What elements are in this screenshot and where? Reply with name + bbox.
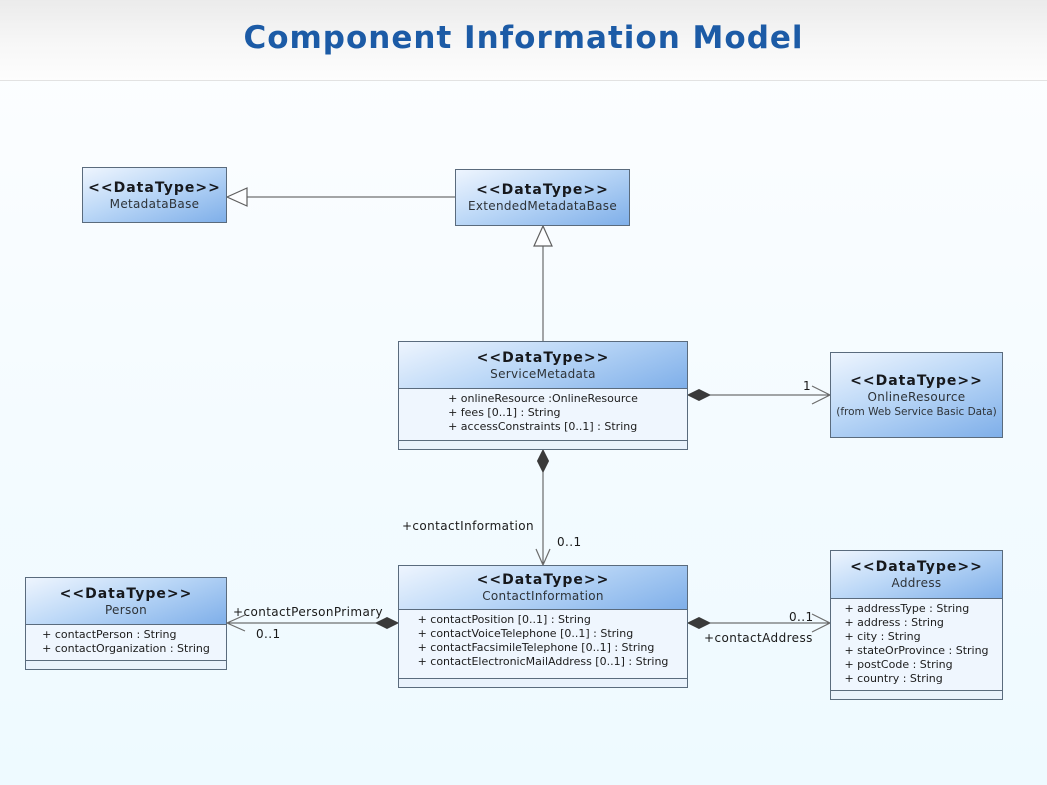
page-title: Component Information Model [243, 20, 804, 56]
multiplicity-label: 0..1 [789, 610, 814, 624]
class-stereotype: <<DataType>> [476, 349, 610, 366]
attribute: + country : String [844, 672, 943, 685]
attribute: + contactPosition [0..1] : String [417, 613, 591, 626]
class-name: OnlineResource [867, 389, 966, 404]
attribute: + postCode : String [844, 658, 953, 671]
open-arrow-icon [225, 614, 246, 632]
operations-compartment [399, 678, 687, 687]
class-stereotype: <<DataType>> [850, 559, 983, 575]
composition-diamond-icon [536, 448, 550, 474]
attribute: + addressType : String [844, 602, 970, 615]
multiplicity-label: 0..1 [557, 535, 582, 549]
class-name: MetadataBase [109, 196, 200, 211]
attributes-compartment: + contactPerson : String + contactOrgani… [26, 624, 226, 660]
class-address[interactable]: <<DataType>> Address + addressType : Str… [830, 550, 1003, 700]
multiplicity-label: 0..1 [256, 627, 281, 641]
attributes-compartment: + contactPosition [0..1] : String + cont… [399, 609, 687, 678]
hollow-triangle-icon [533, 224, 553, 247]
attribute: + address : String [844, 616, 944, 629]
class-name: ExtendedMetadataBase [467, 199, 618, 213]
class-name: Address [891, 576, 942, 590]
class-stereotype: <<DataType>> [476, 182, 609, 198]
attributes-compartment: + addressType : String + address : Strin… [831, 598, 1002, 690]
attribute: + accessConstraints [0..1] : String [448, 420, 638, 433]
title-banner: Component Information Model [0, 0, 1047, 81]
class-metadatabase[interactable]: <<DataType>> MetadataBase [82, 167, 227, 223]
attribute: + contactPerson : String [42, 628, 177, 641]
open-arrow-icon [811, 613, 832, 633]
operations-compartment [831, 690, 1002, 699]
attribute: + contactFacsimileTelephone [0..1] : Str… [417, 641, 655, 654]
composition-diamond-icon [686, 616, 712, 630]
class-stereotype: <<DataType>> [850, 372, 983, 389]
class-header: <<DataType>> ServiceMetadata [399, 342, 687, 388]
attribute: + contactElectronicMailAddress [0..1] : … [417, 655, 669, 668]
operations-compartment [26, 660, 226, 669]
attribute: + contactVoiceTelephone [0..1] : String [417, 627, 634, 640]
hollow-triangle-icon [225, 187, 248, 207]
composition-diamond-icon [686, 388, 712, 402]
generalization-servicemetadata-extendedmetadatabase [533, 224, 553, 341]
operations-compartment [399, 440, 687, 449]
class-stereotype: <<DataType>> [59, 585, 193, 602]
composition-contactinformation-person: +contactPersonPrimary 0..1 [225, 605, 400, 641]
composition-diamond-icon [374, 616, 400, 630]
class-person[interactable]: <<DataType>> Person + contactPerson : St… [25, 577, 227, 670]
class-name: Person [104, 602, 148, 617]
class-contactinformation[interactable]: <<DataType>> ContactInformation + contac… [398, 565, 688, 688]
open-arrow-icon [535, 548, 551, 567]
attribute: + onlineResource :OnlineResource [448, 392, 638, 405]
composition-servicemetadata-onlineresource: 1 [686, 379, 832, 405]
class-name: ServiceMetadata [490, 366, 596, 381]
role-label: +contactPersonPrimary [233, 605, 383, 619]
attribute: + contactOrganization : String [42, 642, 210, 655]
composition-contactinformation-address: 0..1 +contactAddress [686, 610, 832, 645]
class-name: ContactInformation [482, 589, 604, 603]
role-label: +contactInformation [402, 519, 534, 533]
class-header: <<DataType>> ContactInformation [399, 566, 687, 609]
class-header: <<DataType>> ExtendedMetadataBase [456, 170, 629, 225]
generalization-extendedmetadatabase-metadatabase [225, 187, 455, 207]
class-header: <<DataType>> OnlineResource (from Web Se… [831, 353, 1002, 437]
class-stereotype: <<DataType>> [476, 572, 610, 588]
role-label: +contactAddress [704, 631, 813, 645]
class-header: <<DataType>> Address [831, 551, 1002, 598]
class-stereotype: <<DataType>> [88, 179, 221, 196]
class-header: <<DataType>> Person [26, 578, 226, 624]
class-extendedmetadatabase[interactable]: <<DataType>> ExtendedMetadataBase [455, 169, 630, 226]
multiplicity-label: 1 [803, 379, 811, 393]
attributes-compartment: + onlineResource :OnlineResource + fees … [399, 388, 687, 440]
class-servicemetadata[interactable]: <<DataType>> ServiceMetadata + onlineRes… [398, 341, 688, 450]
class-header: <<DataType>> MetadataBase [83, 168, 226, 222]
class-origin-note: (from Web Service Basic Data) [836, 405, 997, 418]
attribute: + city : String [844, 630, 921, 643]
attribute: + stateOrProvince : String [844, 644, 989, 657]
open-arrow-icon [811, 385, 832, 405]
attribute: + fees [0..1] : String [448, 406, 561, 419]
composition-servicemetadata-contactinformation: +contactInformation 0..1 [402, 448, 582, 567]
class-onlineresource[interactable]: <<DataType>> OnlineResource (from Web Se… [830, 352, 1003, 438]
